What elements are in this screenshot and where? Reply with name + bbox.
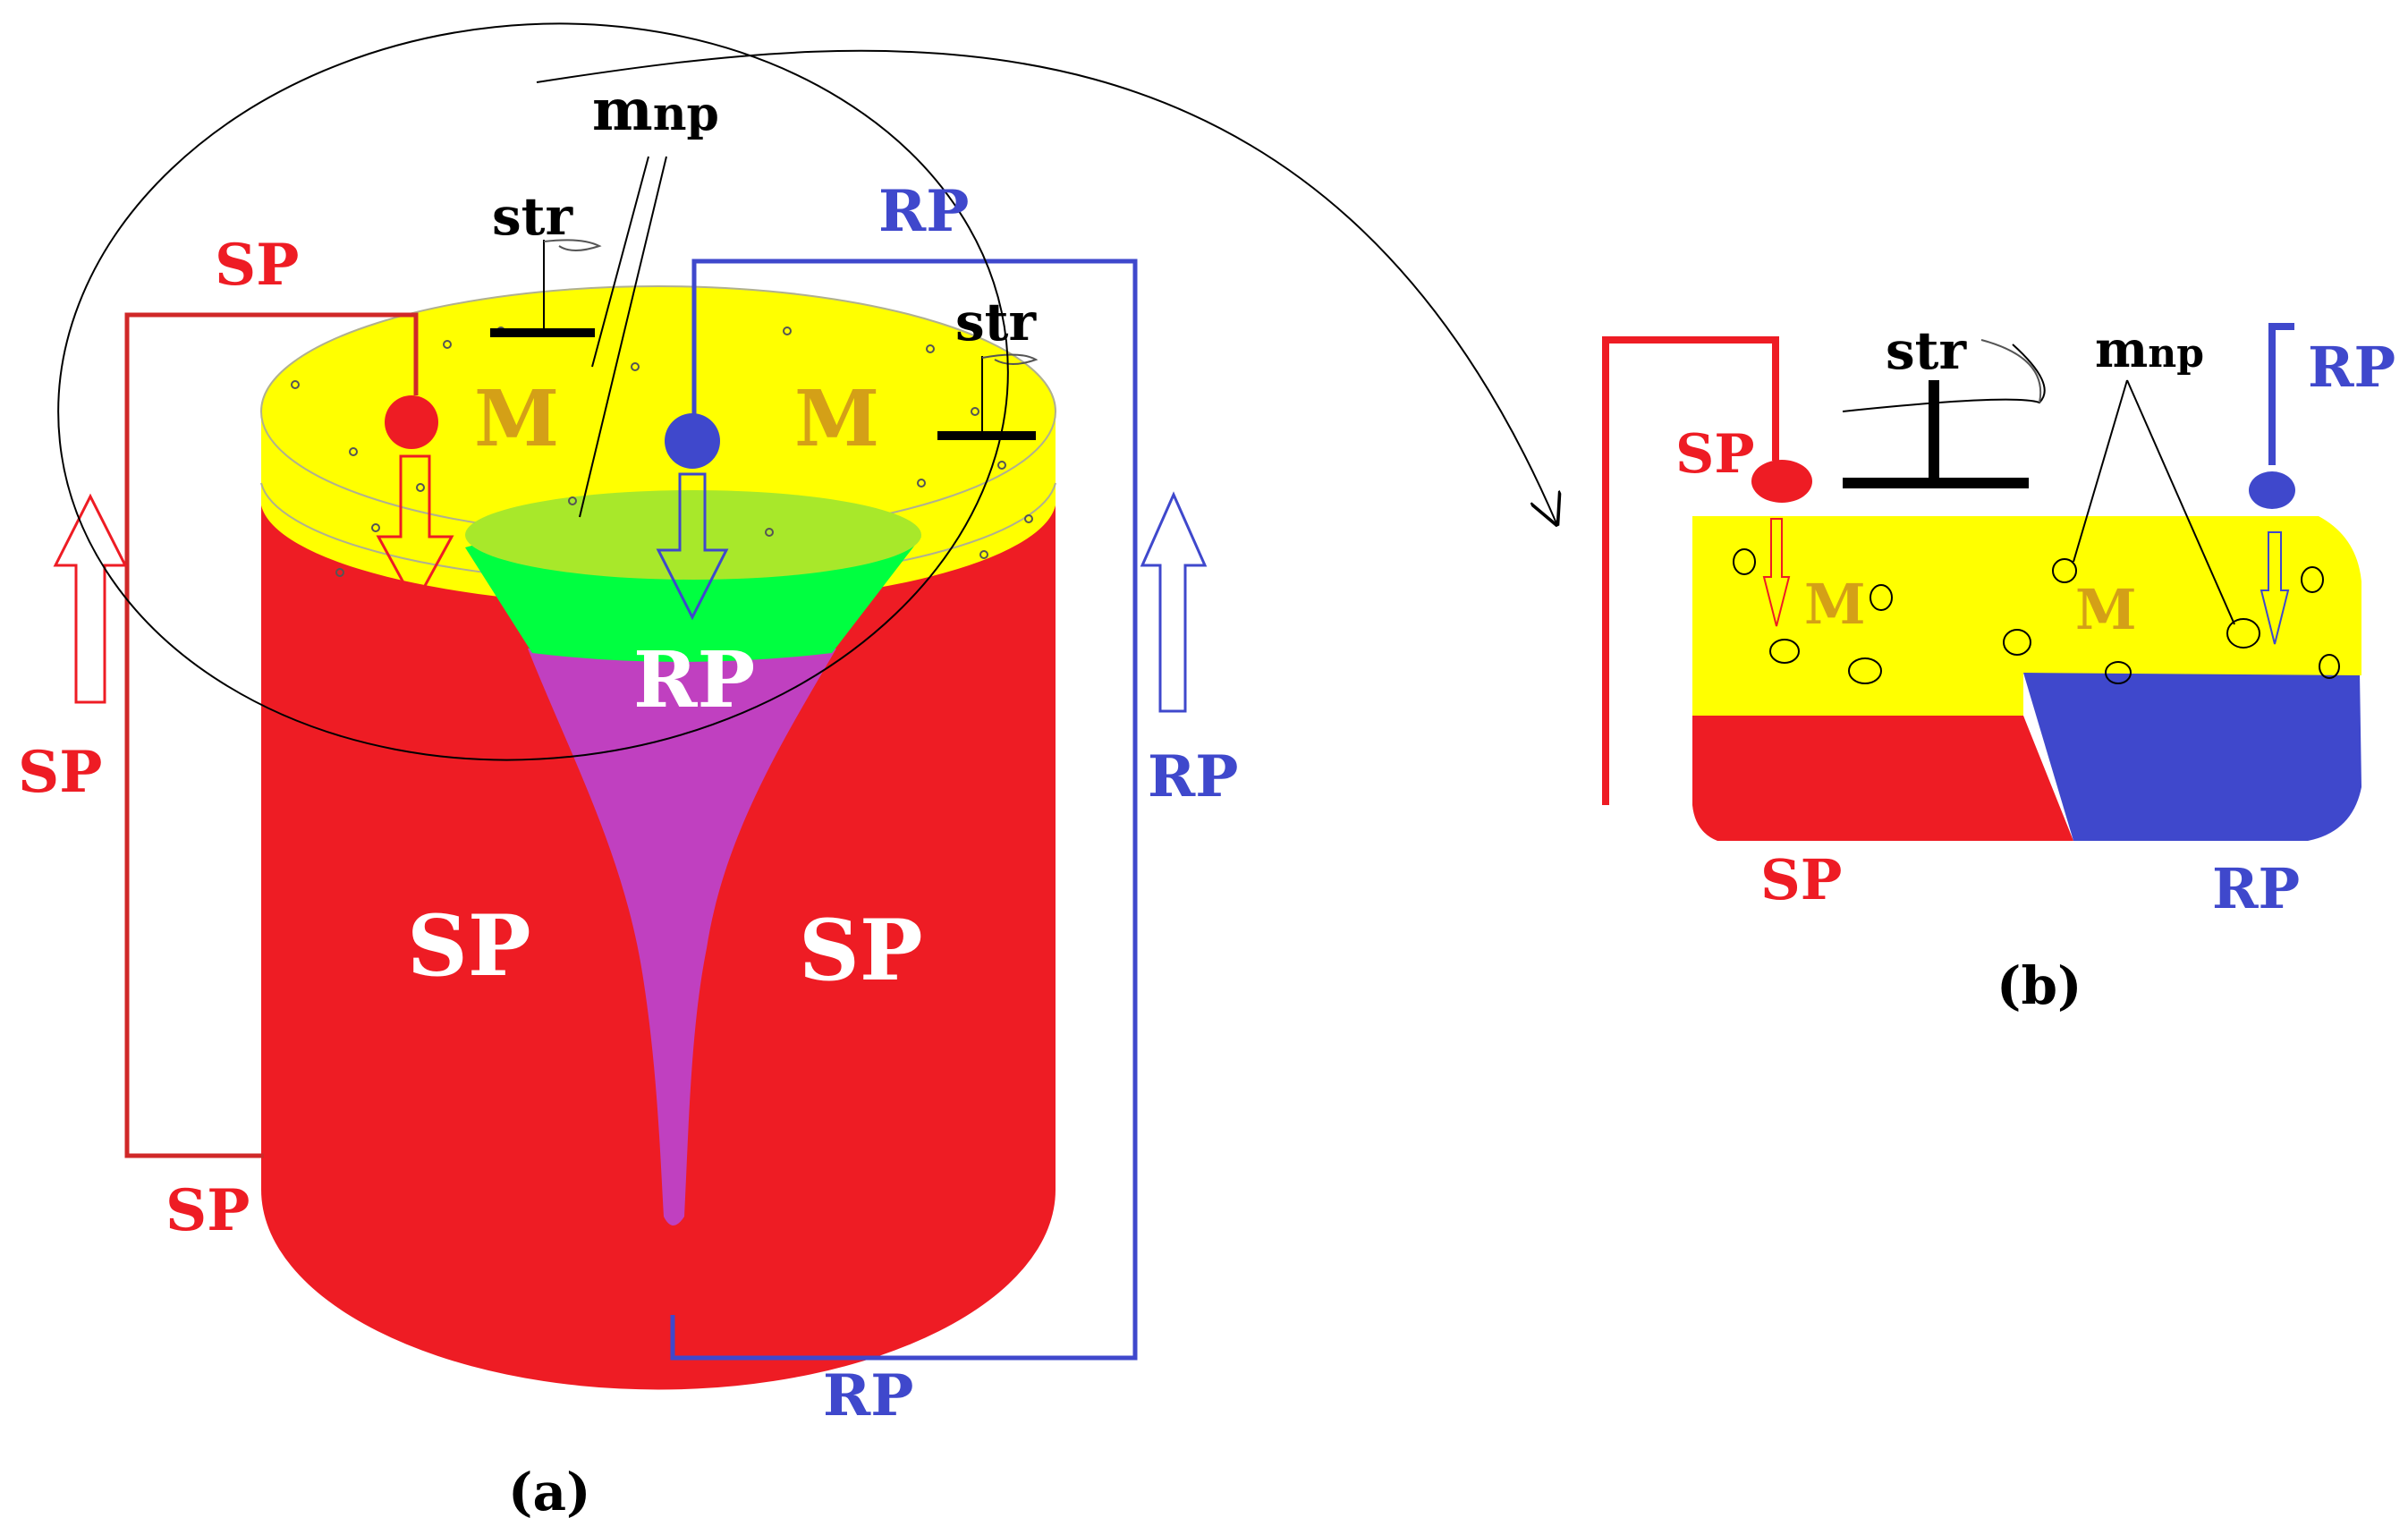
caption-a: (a) (508, 1462, 590, 1522)
rp-down-arrow-b (2260, 531, 2290, 645)
m-label-left: M (474, 374, 559, 464)
sp-pipe (124, 312, 419, 1158)
m-label-right: M (794, 374, 879, 464)
rp-inlet-label-b: RP (2308, 335, 2395, 400)
rp-pipe (670, 259, 1138, 1361)
str-label-right: str (955, 292, 1037, 352)
mnp-label-b: mnp (2095, 320, 2204, 379)
nanoparticles-b (1733, 548, 2340, 684)
rp-bottom-label-b: RP (2212, 856, 2300, 921)
rp-pipe-bottom-label: RP (823, 1362, 913, 1429)
sp-pipe-b (1602, 336, 1779, 805)
zoom-circle (57, 22, 1009, 761)
sp-injector-b (1751, 460, 1812, 503)
rp-core (528, 649, 836, 1225)
stirrer-left (490, 239, 602, 337)
sp-body-label-right: SP (799, 902, 923, 1000)
m-label-left-b: M (1804, 572, 1866, 637)
matrix-top-surface (261, 286, 1056, 537)
rp-injector-b (2249, 471, 2295, 509)
rp-core-label: RP (633, 635, 755, 725)
sp-pipe-bottom-label: SP (165, 1177, 250, 1244)
sp-bottom-label-b: SP (1760, 847, 1842, 912)
zoom-arrow (536, 49, 1556, 523)
str-label-left: str (492, 186, 573, 247)
stirrer-b (1842, 339, 2046, 488)
rp-injector (665, 413, 720, 469)
stirrer-right (937, 353, 1039, 440)
mnp-label-a: mnp (592, 77, 719, 144)
sp-injector (385, 395, 438, 449)
sp-body-label-left: SP (407, 897, 531, 996)
rp-up-arrow (1140, 491, 1208, 713)
rp-pipe-b (2268, 323, 2294, 465)
panel-b: str mnp RP SP M M SP RP (b) (1602, 320, 2395, 1016)
nanoparticles-a (291, 327, 1033, 577)
sp-up-arrow (53, 493, 128, 704)
sp-down-arrow-a (376, 454, 454, 607)
sp-down-arrow-b (1762, 518, 1791, 627)
rp-arrow-label: RP (1148, 743, 1238, 810)
sp-arrow-label: SP (18, 739, 102, 806)
rp-down-arrow-a (656, 472, 729, 621)
caption-b: (b) (1997, 955, 2082, 1016)
sp-region-b (1692, 716, 2073, 841)
sp-inlet-label-b: SP (1675, 423, 1754, 486)
m-label-right-b: M (2075, 577, 2137, 642)
str-label-b: str (1886, 320, 1967, 381)
sp-pipe-top-label: SP (215, 232, 299, 299)
rp-region-b (2023, 673, 2361, 841)
panel-a: mnp str str SP RP M M RP SP SP SP RP SP … (18, 22, 1556, 1522)
matrix-layer-b (1692, 516, 2361, 716)
rp-pipe-top-label: RP (878, 178, 969, 245)
